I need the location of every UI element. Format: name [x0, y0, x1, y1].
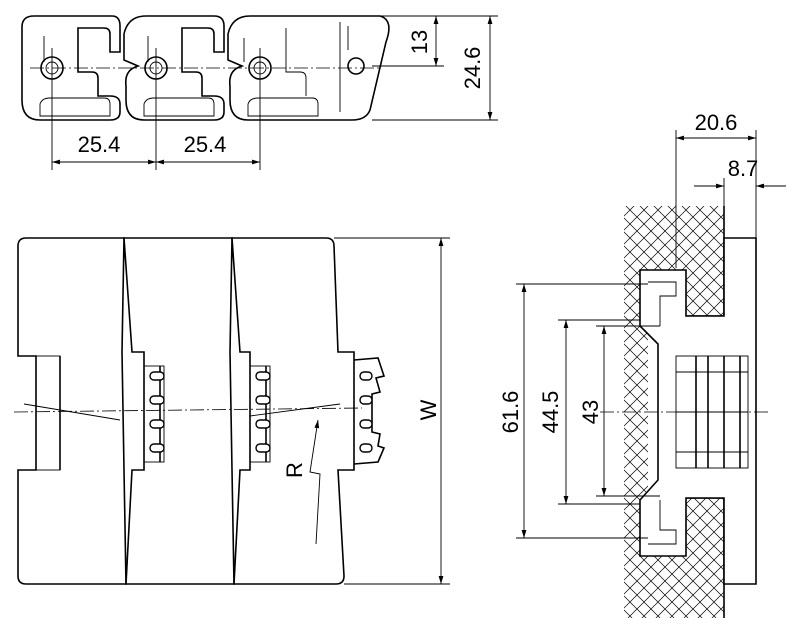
- dim-height-total: 24.6: [460, 47, 485, 90]
- pin-slot: [149, 443, 165, 453]
- chain-section: [639, 237, 757, 585]
- top-view: W R: [13, 237, 450, 585]
- section-view: 20.6 8.7 61.6 44.5 43: [498, 110, 786, 618]
- pin-slot: [255, 419, 271, 429]
- pin-slot: [255, 395, 271, 405]
- pin-slot: [359, 395, 373, 405]
- pin-slots: [149, 371, 373, 453]
- dim-height-inner: 43: [578, 400, 603, 424]
- dim-radius: R: [282, 462, 307, 478]
- pin-slot: [255, 371, 271, 381]
- pin-slot: [359, 419, 373, 429]
- dim-width-overall: 20.6: [695, 110, 738, 135]
- dim-pitch-2: 25.4: [184, 132, 227, 157]
- dim-width: W: [416, 399, 441, 420]
- chain-plate-2: [123, 237, 235, 585]
- dim-height-outer: 61.6: [498, 391, 523, 434]
- pin-slot: [255, 443, 271, 453]
- guide-rail: [624, 206, 724, 618]
- pin-slot: [359, 371, 373, 381]
- dim-height-small: 13: [407, 30, 432, 54]
- dim-width-inner: 8.7: [728, 156, 759, 181]
- pin-slot: [149, 371, 165, 381]
- chain-plate-1: [17, 237, 127, 585]
- pin-slot: [149, 395, 165, 405]
- pin-slot: [359, 443, 373, 453]
- dim-pitch-1: 25.4: [78, 132, 121, 157]
- side-view: 13 24.6 25.4 25.4: [21, 15, 498, 170]
- pin-slot: [149, 419, 165, 429]
- dim-height-mid: 44.5: [538, 391, 563, 434]
- chain-plate-3: [231, 237, 355, 585]
